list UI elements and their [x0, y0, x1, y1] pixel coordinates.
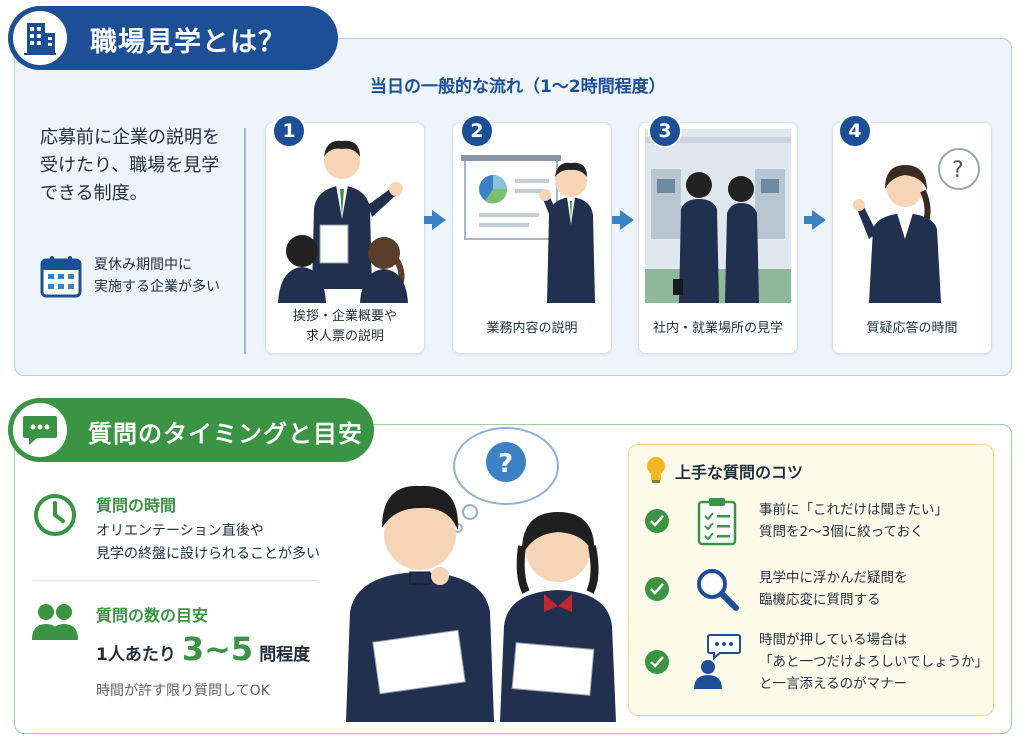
- calendar-icon: [40, 254, 82, 302]
- factory-tour-illustration: [645, 129, 791, 303]
- vertical-divider: [244, 128, 246, 354]
- question-time-body: オリエンテーション直後や 見学の終盤に設けられることが多い: [96, 523, 320, 562]
- step-card-1: 挨拶・企業概要や 求人票の説明: [265, 122, 425, 354]
- clock-icon: [32, 492, 78, 542]
- flow-arrow-icon: [612, 210, 634, 230]
- step-card-3: 社内・就業場所の見学: [638, 122, 798, 354]
- step-number-1: 1: [272, 114, 306, 148]
- people-icon: [30, 600, 80, 648]
- tip-item-2: 見学中に浮かんだ疑問を 臨機応変に質問する: [645, 563, 908, 615]
- flow-arrow-icon: [804, 210, 826, 230]
- tips-box: 上手な質問のコツ 事前に「これだけは聞きたい」 質問を2～3個に絞っておく: [628, 444, 994, 716]
- thought-bubble-icon: ?: [453, 427, 559, 533]
- step-card-4: ? 質疑応答の時間: [832, 122, 992, 354]
- step-number-2: 2: [460, 114, 494, 148]
- building-icon: [10, 8, 70, 68]
- check-icon: [645, 577, 669, 601]
- question-count-note: 時間が許す限り質問してOK: [96, 683, 270, 699]
- step-caption-4: 質疑応答の時間: [866, 321, 958, 336]
- step-number-4: 4: [838, 114, 872, 148]
- question-count-heading: 質問の数の目安: [96, 606, 209, 625]
- flow-arrow-icon: [424, 210, 446, 230]
- step-caption-1: 挨拶・企業概要や 求人票の説明: [292, 309, 397, 344]
- summer-note: 夏休み期間中に 実施する企業が多い: [40, 254, 220, 302]
- svg-text:?: ?: [498, 449, 513, 479]
- intro-text: 応募前に企業の説明を 受けたり、職場を見学 できる制度。: [40, 127, 220, 204]
- person-speech-icon: [691, 634, 743, 689]
- tip-item-1: 事前に「これだけは聞きたい」 質問を2～3個に絞っておく: [645, 495, 948, 547]
- question-count-value: 1人あたり 3~5 問程度: [96, 630, 311, 668]
- tip-item-3: 時間が押している場合は 「あと一つだけよろしいでしょうか」 と一言添えるのがマナ…: [645, 629, 988, 695]
- students-illustration: ?: [346, 427, 616, 722]
- flow-title: 当日の一般的な流れ（1～2時間程度）: [370, 77, 666, 97]
- step-number-3: 3: [648, 114, 682, 148]
- svg-text:?: ?: [952, 158, 964, 183]
- qa-illustration: ?: [853, 148, 980, 303]
- clipboard-checklist-icon: [691, 495, 743, 547]
- section-divider: [32, 580, 318, 581]
- magnifier-icon: [691, 563, 743, 615]
- explanation-illustration: [461, 155, 595, 303]
- check-icon: [645, 509, 669, 533]
- check-icon: [645, 650, 669, 674]
- step-card-2: 業務内容の説明: [452, 122, 612, 354]
- tips-heading: 上手な質問のコツ: [675, 463, 804, 482]
- question-title-banner: 質問のタイミングと目安: [8, 398, 374, 462]
- question-time-heading: 質問の時間: [96, 496, 177, 515]
- overview-title: 職場見学とは？: [90, 27, 286, 58]
- question-title: 質問のタイミングと目安: [88, 420, 363, 448]
- overview-title-banner: 職場見学とは？: [8, 6, 338, 70]
- presenter-illustration: [272, 129, 418, 303]
- step-caption-2: 業務内容の説明: [486, 321, 578, 336]
- chat-bubble-icon: [10, 400, 70, 460]
- step-caption-3: 社内・就業場所の見学: [652, 321, 783, 336]
- lightbulb-icon: [645, 455, 667, 489]
